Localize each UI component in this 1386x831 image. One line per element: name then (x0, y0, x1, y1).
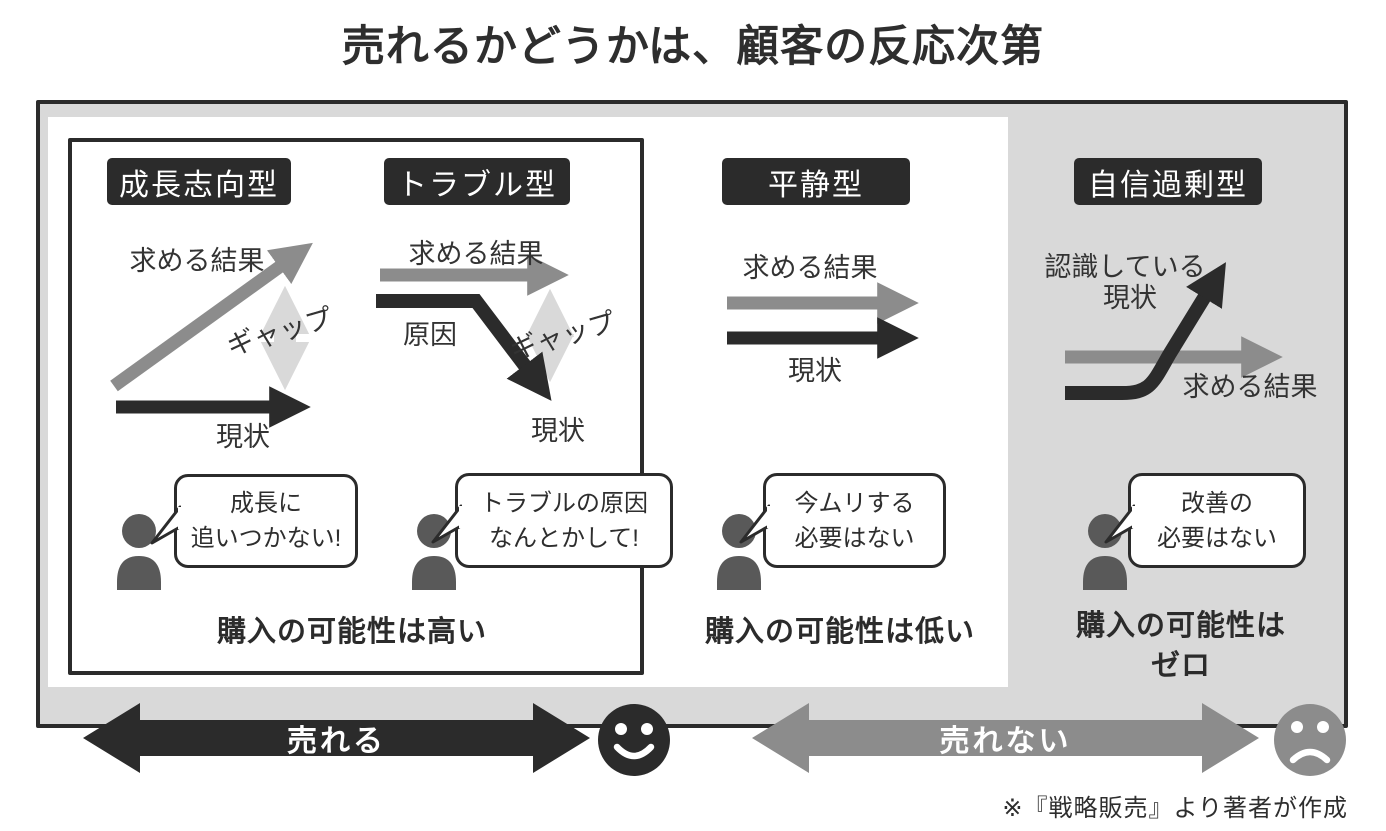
current-state-label: 現状 (216, 422, 270, 452)
bubble-text-line1: 改善の (1181, 489, 1253, 517)
bubble-tail (431, 504, 462, 544)
bubble-text-line2: 追いつかない! (190, 525, 342, 552)
bubble-text-line2: 必要はない (1157, 524, 1277, 552)
bubble-text-line1: 成長に (230, 490, 302, 517)
bubble-tail (739, 504, 770, 544)
outcome-high-label: 購入の可能性は高い (216, 616, 487, 648)
speech-bubble-calm: 今ムリする 必要はない (739, 473, 946, 568)
no-sell-label: 売れない (939, 725, 1072, 758)
perceived-state-curve-arrow (1065, 262, 1226, 400)
sell-label: 売れる (287, 725, 386, 758)
panel-label-calm: 平静型 (722, 158, 910, 205)
sell-range-arrow: 売れる (83, 701, 590, 775)
cause-bent-arrow (376, 294, 552, 401)
trouble-diagram: 求める結果 原因 ギャップ 現状 (376, 239, 612, 446)
outcome-low-label: 購入の可能性は低い (704, 616, 975, 648)
page-title: 売れるかどうかは、顧客の反応次第 (341, 23, 1045, 71)
speech-bubble-trouble: トラブルの原因 なんとかして! (431, 473, 673, 568)
bubble-text-line2: なんとかして! (489, 524, 639, 552)
desired-result-label: 求める結果 (409, 239, 544, 269)
outcome-zero-line1: 購入の可能性は (1075, 610, 1286, 642)
perceived-state-label-line1: 認識している (1044, 252, 1205, 282)
bubble-text-line1: 今ムリする (794, 489, 915, 517)
panel-label-overconfident: 自信過剰型 (1074, 158, 1262, 205)
outcome-zero-label: 購入の可能性は ゼロ (1048, 606, 1314, 686)
bubble-tail (150, 505, 181, 545)
perceived-state-label-line2: 現状 (1103, 283, 1157, 313)
no-sell-range-arrow: 売れない (752, 701, 1259, 775)
source-caption: ※『戦略販売』より著者が作成 (1002, 795, 1348, 822)
current-state-label: 現状 (788, 356, 842, 386)
bubble-text-line2: 必要はない (794, 524, 915, 552)
cause-label: 原因 (403, 320, 457, 350)
desired-result-label: 求める結果 (130, 246, 265, 276)
current-state-label: 現状 (531, 416, 585, 446)
bubble-tail (1104, 504, 1135, 544)
growth-diagram: 求める結果 ギャップ 現状 (110, 242, 336, 452)
desired-result-arrow (110, 242, 313, 392)
smiley-face-icon (598, 704, 670, 776)
person-icon (1083, 514, 1127, 590)
high-probability-group-box (68, 138, 644, 675)
outcome-zero-line2: ゼロ (1150, 650, 1211, 682)
speech-bubble-overconfident: 改善の 必要はない (1104, 473, 1306, 568)
overconfident-diagram: 認識している 現状 求める結果 (1044, 252, 1318, 402)
sad-face-icon (1274, 704, 1346, 776)
panel-label-trouble: トラブル型 (384, 158, 570, 205)
speech-bubble-growth: 成長に 追いつかない! (150, 474, 358, 568)
desired-result-label: 求める結果 (743, 253, 878, 283)
desired-result-label: 求める結果 (1183, 372, 1318, 402)
panel-label-growth: 成長志向型 (107, 158, 291, 205)
calm-diagram: 求める結果 現状 (727, 253, 919, 386)
person-icon (117, 514, 161, 590)
person-icon (412, 514, 456, 590)
bubble-text-line1: トラブルの原因 (480, 489, 648, 517)
